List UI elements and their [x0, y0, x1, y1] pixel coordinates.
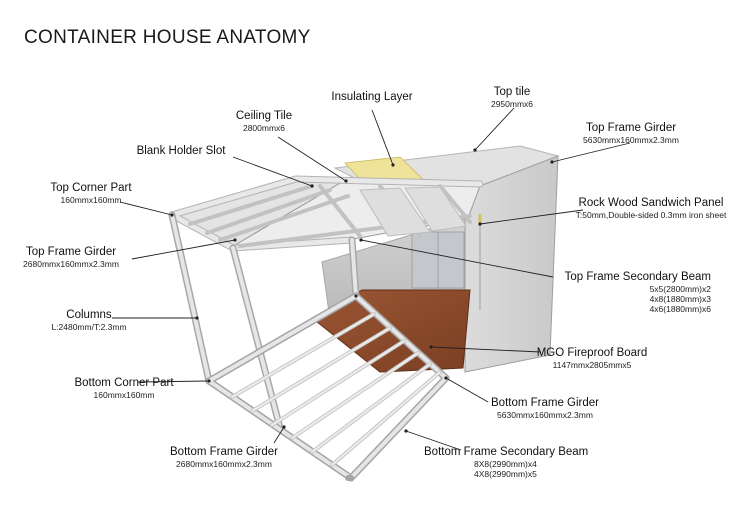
label-blank-holder-slot: Blank Holder Slot: [125, 145, 237, 157]
label-name: Top Corner Part: [50, 182, 132, 194]
label-top-frame-secondary-beam: Top Frame Secondary Beam 5x5(2800mm)x2 4…: [545, 271, 711, 314]
leader-dots: [170, 148, 554, 433]
label-spec: 2680mmx160mmx2.3mm: [23, 259, 119, 270]
label-bottom-frame-girder-right: Bottom Frame Girder 5630mmx160mmx2.3mm: [484, 397, 606, 420]
label-top-tile: Top tile 2950mmx6: [470, 86, 554, 109]
label-spec: 8X8(2990mm)x4: [474, 459, 537, 470]
label-spec: 1147mmx2805mmx5: [552, 360, 632, 371]
label-name: Insulating Layer: [331, 91, 413, 103]
label-spec: 5x5(2800mm)x2: [649, 284, 711, 295]
label-name: Top Frame Girder: [585, 122, 677, 134]
label-spec: 2950mmx6: [490, 99, 534, 110]
label-name: Bottom Frame Girder: [170, 446, 278, 458]
label-name: Blank Holder Slot: [136, 145, 226, 157]
label-spec: 160mmx160mm: [93, 390, 155, 401]
label-spec: 2680mmx160mmx2.3mm: [176, 459, 272, 470]
label-name: Columns: [66, 309, 112, 321]
label-spec: 5630mmx160mmx2.3mm: [497, 410, 593, 421]
label-top-corner-part: Top Corner Part 160mmx160mm: [42, 182, 140, 205]
label-name: Ceiling Tile: [235, 110, 293, 122]
label-name: Rock Wood Sandwich Panel: [578, 197, 724, 209]
label-name: Top Frame Girder: [25, 246, 117, 258]
label-spec: L:2480mm/T:2.3mm: [51, 322, 127, 333]
label-name: Bottom Corner Part: [74, 377, 174, 389]
label-name: Top Frame Secondary Beam: [564, 271, 711, 283]
page-title: CONTAINER HOUSE ANATOMY: [24, 27, 311, 48]
label-spec: 160mmx160mm: [60, 195, 122, 206]
label-name: MGO Fireproof Board: [536, 347, 648, 359]
label-spec: 4x8(1880mm)x3: [649, 293, 711, 304]
label-spec: 4x6(1880mm)x6: [649, 303, 711, 314]
label-spec: T:50mm,Double-sided 0.3mm iron sheet: [575, 210, 727, 221]
label-top-frame-girder-right: Top Frame Girder 5630mmx160mmx2.3mm: [575, 122, 687, 145]
label-mgo-board: MGO Fireproof Board 1147mmx2805mmx5: [528, 347, 656, 370]
leader-lines: [112, 107, 631, 451]
label-spec: 5630mmx160mmx2.3mm: [583, 135, 679, 146]
label-columns: Columns L:2480mm/T:2.3mm: [40, 309, 138, 332]
label-insulating-layer: Insulating Layer: [324, 91, 420, 103]
label-spec: 2800mmx6: [242, 123, 286, 134]
label-bottom-frame-girder-left: Bottom Frame Girder 2680mmx160mmx2.3mm: [166, 446, 282, 469]
label-name: Bottom Frame Secondary Beam: [424, 446, 589, 458]
label-name: Top tile: [493, 86, 531, 98]
label-bottom-frame-secondary-beam: Bottom Frame Secondary Beam 8X8(2990mm)x…: [424, 446, 596, 479]
ceiling-tiles: [359, 186, 467, 237]
label-name: Bottom Frame Girder: [491, 397, 599, 409]
label-top-frame-girder-left: Top Frame Girder 2680mmx160mmx2.3mm: [14, 246, 128, 269]
label-rock-wood-panel: Rock Wood Sandwich Panel T:50mm,Double-s…: [566, 197, 736, 220]
label-ceiling-tile: Ceiling Tile 2800mmx6: [224, 110, 304, 133]
label-bottom-corner-part: Bottom Corner Part 160mmx160mm: [63, 377, 185, 400]
label-spec: 4X8(2990mm)x5: [474, 468, 537, 479]
